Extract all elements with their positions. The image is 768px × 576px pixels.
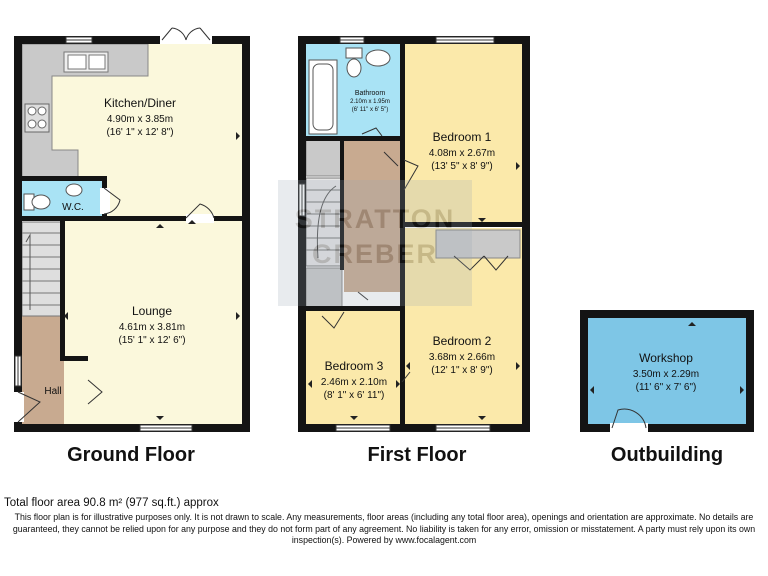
- bedroom1-floor: [404, 44, 522, 224]
- watermark-line2: CREBER: [312, 239, 438, 269]
- lounge-imperial: (15' 1" x 12' 6"): [118, 335, 185, 346]
- outbuilding-plan: Workshop 3.50m x 2.29m (11' 6" x 7' 6"): [580, 310, 754, 433]
- outbuilding-walls: [580, 310, 754, 432]
- bedroom3-metric: 2.46m x 2.10m: [321, 377, 387, 388]
- bedroom2-metric: 3.68m x 2.66m: [429, 352, 495, 363]
- kitchen-imperial: (16' 1" x 12' 8"): [106, 127, 173, 138]
- first-windows: [298, 36, 495, 432]
- bathroom-name: Bathroom: [355, 90, 386, 97]
- bedroom3-imperial: (8' 1" x 6' 11"): [324, 390, 385, 401]
- kitchen-name: Kitchen/Diner: [104, 96, 176, 110]
- ground-windows: [14, 36, 193, 432]
- lounge-name: Lounge: [132, 304, 172, 318]
- kitchen-metric: 4.90m x 3.85m: [107, 114, 173, 125]
- hob-icon: [24, 103, 50, 133]
- ground-floor-plan: Kitchen/Diner 4.90m x 3.85m (16' 1" x 12…: [10, 27, 250, 432]
- workshop-floor: [588, 318, 746, 424]
- workshop-name: Workshop: [639, 351, 693, 365]
- bedroom2-imperial: (12' 1" x 8' 9"): [431, 365, 493, 376]
- watermark-line1: STRATTON: [295, 204, 456, 234]
- first-floor-plan: Bathroom 2.10m x 1.95m (6' 11" x 6' 5") …: [298, 36, 530, 432]
- hall-floor: [22, 316, 64, 424]
- bathroom-basin-icon: [365, 49, 391, 67]
- outbuilding-markers: [590, 322, 744, 394]
- bedroom2-floor: [404, 228, 522, 424]
- workshop-door: [610, 408, 648, 433]
- first-staircase: [305, 177, 343, 267]
- bedroom3-name: Bedroom 3: [325, 359, 384, 373]
- bathroom-toilet-icon: [345, 47, 363, 78]
- wc-toilet-icon: [23, 193, 51, 211]
- bath-icon: [308, 59, 338, 135]
- workshop-imperial: (11' 6" x 7' 6"): [636, 382, 697, 393]
- ground-doors: [10, 27, 215, 423]
- wc-name: W.C.: [62, 202, 84, 213]
- bathroom-imperial: (6' 11" x 6' 5"): [352, 107, 388, 113]
- first-markers: [308, 162, 520, 420]
- bedroom2-name: Bedroom 2: [433, 334, 492, 348]
- hall-name: Hall: [44, 386, 61, 397]
- total-floor-area: Total floor area 90.8 m² (977 sq.ft.) ap…: [4, 497, 219, 509]
- first-floor-cupboards: [305, 139, 521, 309]
- first-walls: [298, 36, 530, 432]
- bedroom1-imperial: (13' 5" x 8' 9"): [431, 161, 493, 172]
- landing-floor: [344, 140, 402, 292]
- lounge-floor: [62, 220, 242, 424]
- bathroom-metric: 2.10m x 1.95m: [350, 99, 390, 105]
- first-floor-title: First Floor: [367, 444, 467, 466]
- bedroom1-name: Bedroom 1: [433, 130, 492, 144]
- first-doors: [321, 127, 509, 383]
- disclaimer-text: This floor plan is for illustrative purp…: [12, 512, 756, 545]
- bedroom3-floor: [306, 310, 402, 424]
- ground-markers: [64, 132, 240, 420]
- wc-basin-icon: [65, 183, 83, 197]
- outbuilding-title: Outbuilding: [610, 444, 724, 466]
- workshop-metric: 3.50m x 2.29m: [633, 369, 699, 380]
- bedroom1-metric: 4.08m x 2.67m: [429, 148, 495, 159]
- lounge-metric: 4.61m x 3.81m: [119, 322, 185, 333]
- ground-staircase: [21, 221, 63, 317]
- ground-floor-title: Ground Floor: [67, 444, 195, 466]
- agent-watermark: STRATTON CREBER: [278, 180, 472, 306]
